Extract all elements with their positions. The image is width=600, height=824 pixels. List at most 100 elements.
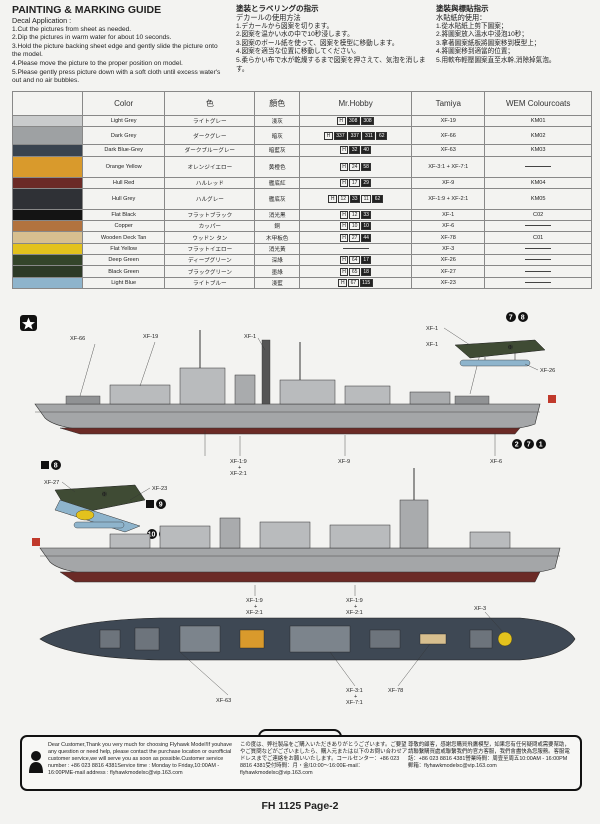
color-swatch <box>12 265 83 278</box>
color-name-jp: ライトブルー <box>164 276 256 289</box>
paint-code: 12 <box>337 194 349 203</box>
service-line: 為您服務。 <box>526 748 554 755</box>
callout-label: XF-2:1 <box>230 471 247 477</box>
paint-code: H <box>339 267 349 276</box>
color-name-en: Flat Black <box>81 208 166 222</box>
wem-code: KM02 <box>484 126 592 146</box>
seaplane-side-view: ✠ <box>454 339 546 367</box>
color-name-en: Orange Yellow <box>81 155 166 178</box>
top-view-callouts: XF-3 XF-63 XF-3:1 + XF-7:1 XF-78 <box>179 606 504 706</box>
tamiya-code: XF-6 <box>411 220 486 233</box>
color-name-en: Hull Red <box>81 176 166 189</box>
seaplane-side-callouts: XF-1 XF-26 7 8 <box>426 312 555 374</box>
seaplane-top-view: ✠ <box>54 484 146 533</box>
instruction-step: 4.Please move the picture to the proper … <box>12 59 183 67</box>
tamiya-code: XF-19 <box>411 114 486 128</box>
decal-number: 2 <box>515 442 519 449</box>
wem-code <box>484 254 592 267</box>
callout-label: XF-1:9 <box>346 598 363 604</box>
ship-drawings: XF-66 XF-19 XF-1 XF-1 XF-1:9 + XF-2:1 XF… <box>20 312 576 706</box>
callout-label: XF-6 <box>490 459 502 465</box>
callout-label: XF-1:9 <box>230 459 247 465</box>
not-available-dash <box>525 165 552 167</box>
column-header: Tamiya <box>411 91 486 116</box>
instruction-step: 5.柔らかい布で水が乾燥するまで図案を押さえて、気泡を消します。 <box>236 56 426 73</box>
decal-number: 7 <box>509 315 513 322</box>
wem-code: KM04 <box>484 176 592 189</box>
color-name-cn: 艦底紅 <box>254 176 300 189</box>
color-swatch <box>12 220 83 233</box>
color-name-cn: 暗灰 <box>254 126 300 146</box>
paint-code: H <box>339 146 349 155</box>
paint-code: H <box>339 222 349 231</box>
side-view-lower-callouts: XF-1:9 + XF-2:1 XF-1:9 + XF-2:1 <box>246 585 363 616</box>
not-available-dash <box>342 247 369 249</box>
wem-code <box>484 242 592 256</box>
instruction-step: 1.Cut the pictures from sheet as needed. <box>12 25 132 33</box>
not-available-dash <box>525 270 552 272</box>
decal-markers-side-upper: 2 7 1 <box>512 439 546 449</box>
instruction-step: 2.將圖案放入溫水中浸泡10秒； <box>436 31 528 39</box>
customer-service-box: Dear Customer,Thank you very much for ch… <box>20 735 582 791</box>
paint-code: 62 <box>376 131 387 140</box>
decal-number: 8 <box>521 315 525 322</box>
color-swatch <box>12 114 83 128</box>
color-name-cn: 深綠 <box>254 254 300 267</box>
color-name-jp: ダークブルーグレー <box>164 144 256 157</box>
service-line: 客服電話：+86 023 8816 4381 <box>408 748 570 762</box>
decal-application-heading: Decal Application : <box>12 16 72 25</box>
column-header: Color <box>81 91 166 116</box>
callout-label: XF-2:1 <box>246 610 263 616</box>
tamiya-code: XF-63 <box>411 144 486 157</box>
callout-label: XF-66 <box>70 336 85 342</box>
callout-label: XF-2:1 <box>346 610 363 616</box>
chinese-steps: 1.從水貼紙上剪下圖案；2.將圖案放入溫水中浸泡10秒；3.拿著圖案紙板將圖案移… <box>436 23 596 66</box>
instruction-step: 3.Hold the picture backing sheet edge an… <box>12 42 218 59</box>
guide-title: PAINTING & MARKING GUIDE <box>12 4 162 16</box>
paint-code: H <box>339 178 349 187</box>
not-available-dash <box>525 259 552 261</box>
color-name-jp: フラットイエロー <box>164 242 256 256</box>
service-box-handle <box>258 729 342 739</box>
service-line: Service time : Monday to Friday,10:00AM … <box>48 762 220 776</box>
paint-code: 308 <box>360 117 375 126</box>
callout-label: + <box>354 694 357 700</box>
callout-label: XF-23 <box>152 486 167 492</box>
wem-code <box>484 155 592 178</box>
color-name-jp: ディープグリーン <box>164 254 256 267</box>
paint-code: 58 <box>360 162 372 171</box>
color-swatch <box>12 176 83 189</box>
paint-code: H <box>339 256 349 265</box>
instruction-step: 2.図案を温かい水の中で10秒浸します。 <box>236 31 354 39</box>
paint-code: 62 <box>372 194 383 203</box>
wem-code <box>484 276 592 289</box>
service-line: 尊敬的顧客，感謝您購買飛鷹模型，如果您有任何疑問或需 <box>408 742 549 748</box>
paint-code: 17 <box>349 178 360 187</box>
color-name-en: Dark Grey <box>81 126 166 146</box>
service-text-chinese: 尊敬的顧客，感謝您購買飛鷹模型，如果您有任何疑問或需要幫助，請聯繫購買處或聯繫我… <box>408 742 572 770</box>
color-name-en: Black Green <box>81 265 166 278</box>
tamiya-code: XF-9 <box>411 176 486 189</box>
service-line: Dear Customer,Thank you very much for ch… <box>48 742 221 748</box>
color-name-cn: 淺藍 <box>254 276 300 289</box>
callout-label: + <box>354 604 357 610</box>
wem-code: KM01 <box>484 114 592 128</box>
tamiya-code: XF-66 <box>411 126 486 146</box>
cross-marking-icon: ✠ <box>102 491 107 498</box>
callout-label: XF-26 <box>540 368 555 374</box>
service-line: have any question or need help, please c… <box>48 742 232 755</box>
color-swatch <box>12 242 83 256</box>
